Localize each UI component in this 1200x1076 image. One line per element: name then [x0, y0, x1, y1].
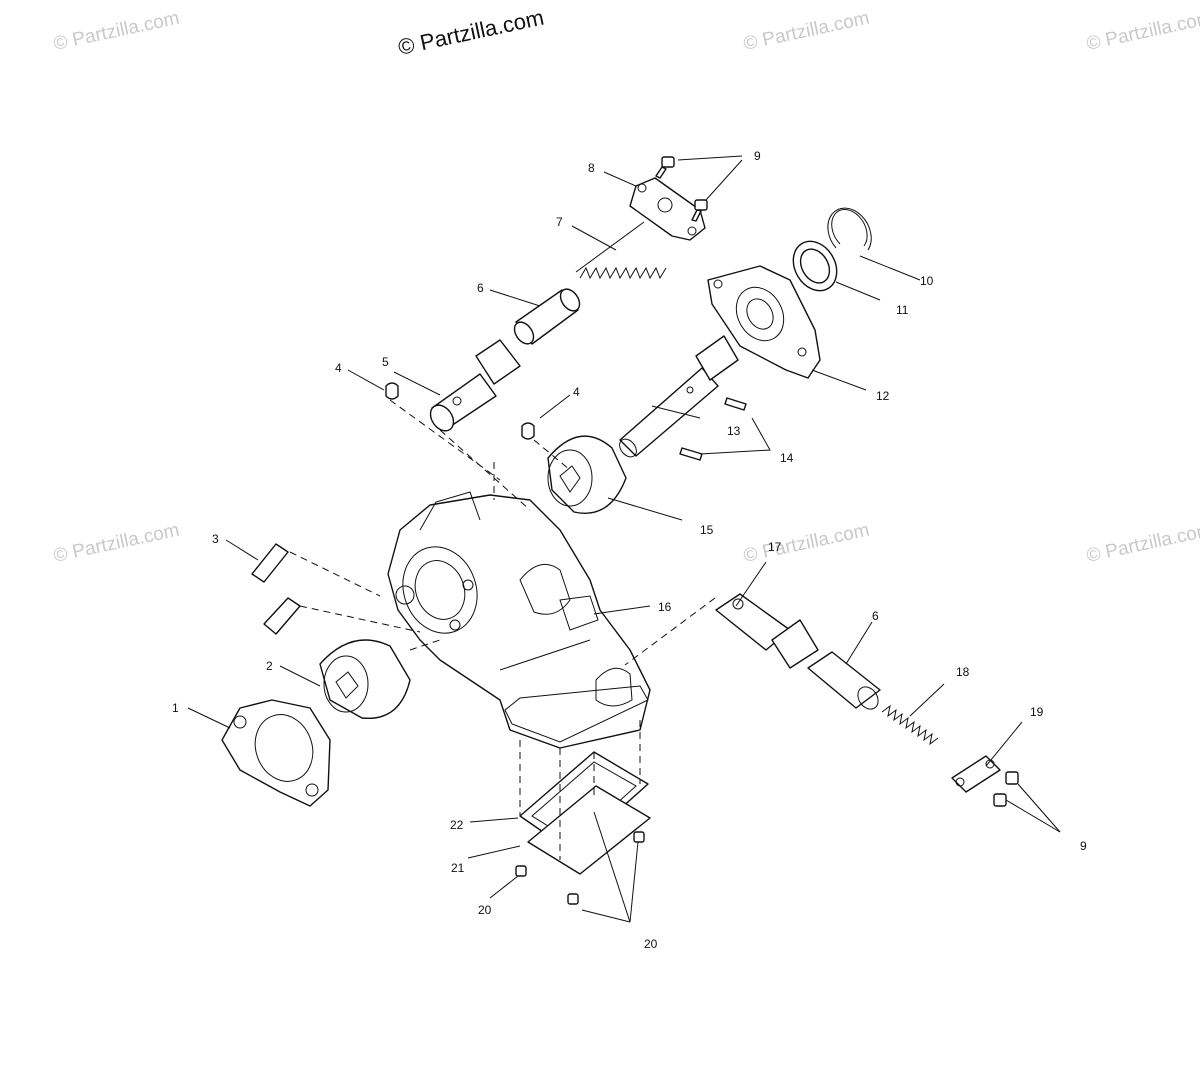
leader-lines	[187, 155, 1061, 923]
part-16-pump-housing	[387, 491, 651, 749]
watermark-mid-left: © Partzilla.com	[52, 520, 182, 567]
watermark-mid-center: © Partzilla.com	[742, 520, 872, 567]
callout-3: 3	[212, 532, 219, 546]
callout-9-lower: 9	[1080, 839, 1087, 853]
callout-11: 11	[896, 303, 909, 317]
part-21-cover-plate	[527, 785, 651, 875]
callout-4-right: 4	[573, 385, 580, 399]
watermark-mid-right: © Partzilla.com	[1085, 520, 1200, 567]
part-20-screw-a	[515, 865, 527, 877]
part-17-piston-right	[715, 593, 819, 669]
watermark-top-right-2: © Partzilla.com	[1085, 8, 1200, 55]
part-4-dowel-right	[521, 422, 535, 440]
part-6-sleeve-upper	[513, 288, 581, 345]
callout-16: 16	[658, 600, 672, 614]
callout-15: 15	[700, 523, 714, 537]
callout-1: 1	[172, 701, 179, 715]
part-19-plate	[951, 755, 1001, 793]
part-1-lower-cover	[221, 699, 331, 807]
part-9-bolt-lower-b	[993, 793, 1007, 807]
part-6-sleeve-lower	[807, 651, 881, 710]
part-9-bolt-lower-a	[1005, 771, 1019, 785]
callout-12: 12	[876, 389, 890, 403]
callouts: 1 2 3 4 4 5 6 6 7 8 9 9 10 11 12 13 14 1…	[172, 149, 1087, 951]
part-5-piston	[429, 339, 521, 432]
callout-18: 18	[956, 665, 970, 679]
callout-10: 10	[920, 274, 934, 288]
part-10-snap-ring	[827, 207, 872, 251]
callout-14: 14	[780, 451, 794, 465]
part-13-shaft	[619, 335, 739, 458]
callout-17: 17	[768, 540, 782, 554]
callout-4-left: 4	[335, 361, 342, 375]
callout-7: 7	[556, 215, 563, 229]
part-9-bolt-upper-b	[691, 199, 708, 222]
part-7-spring	[575, 221, 667, 280]
part-4-dowel-left	[385, 382, 399, 400]
watermark-top-center: © Partzilla.com	[396, 5, 546, 60]
part-9-bolt-upper-a	[655, 156, 675, 179]
part-2-rotor-lower	[319, 639, 411, 720]
part-11-bearing	[792, 240, 838, 292]
part-3-dowel-b	[263, 597, 301, 635]
callout-9-upper: 9	[754, 149, 761, 163]
watermark-top-right-1: © Partzilla.com	[742, 8, 872, 55]
callout-21: 21	[451, 861, 465, 875]
callout-20-bottom: 20	[644, 937, 658, 951]
watermark-top-left: © Partzilla.com	[52, 8, 182, 55]
part-3-dowel-a	[251, 543, 289, 583]
part-14-pin-a	[724, 397, 747, 411]
callout-22: 22	[450, 818, 464, 832]
part-15-rotor-upper	[547, 435, 627, 514]
part-12-outer-cover	[707, 265, 821, 379]
callout-2: 2	[266, 659, 273, 673]
callout-19: 19	[1030, 705, 1044, 719]
alignment-lines	[289, 399, 716, 860]
callout-13: 13	[727, 424, 741, 438]
callout-20-left: 20	[478, 903, 492, 917]
part-18-spring	[881, 704, 939, 746]
callout-6-upper: 6	[477, 281, 484, 295]
part-20-screw-b	[567, 893, 579, 905]
callout-8: 8	[588, 161, 595, 175]
part-8-cover-plate	[629, 177, 706, 241]
part-14-pin-b	[679, 447, 703, 461]
callout-6-lower: 6	[872, 609, 879, 623]
part-20-screw-c	[633, 831, 645, 843]
callout-5: 5	[382, 355, 389, 369]
